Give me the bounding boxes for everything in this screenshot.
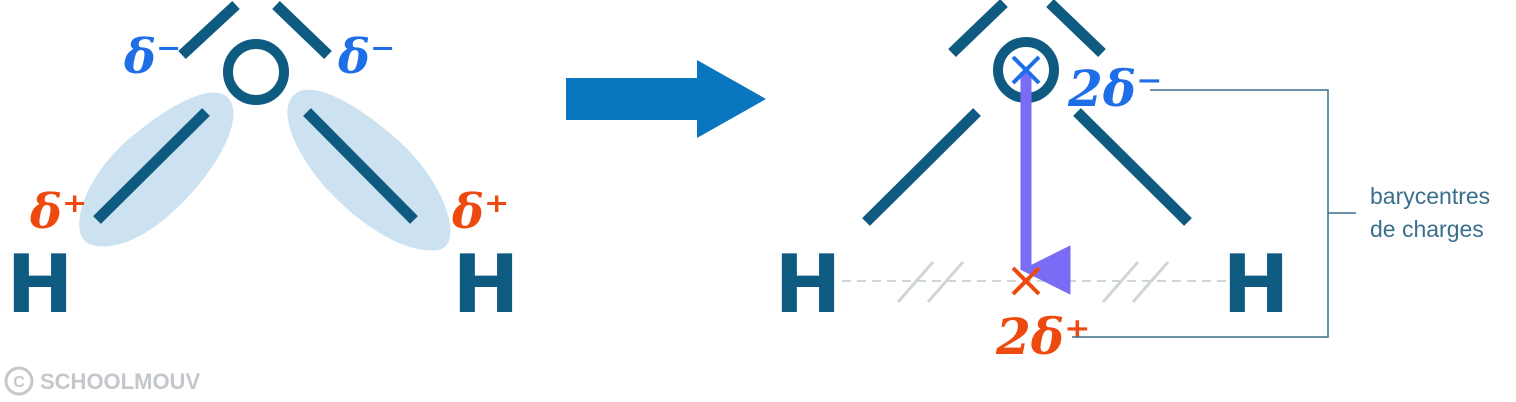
negative-barycenter-cross — [1011, 55, 1041, 85]
bond-o-h-right — [1073, 108, 1192, 226]
lone-pair-left — [948, 0, 1008, 57]
bond-o-h-left — [862, 108, 981, 226]
bond-o-h-right — [303, 108, 418, 224]
right-molecule: H H 2δ⁻ 2δ⁺ — [775, 0, 1290, 366]
partial-charge-negative-left: δ⁻ — [123, 29, 181, 85]
bond-o-h-left — [93, 108, 210, 224]
hydrogen-right: H — [453, 238, 520, 331]
hydrogen-left: H — [7, 238, 74, 331]
annotation-line-2: de charges — [1370, 216, 1484, 242]
lone-pair-right — [272, 1, 332, 59]
electron-cloud-left — [79, 92, 234, 247]
partial-charge-negative-right: δ⁻ — [337, 29, 395, 85]
lone-pair-right — [1046, 0, 1106, 57]
hydrogen-left: H — [775, 238, 842, 331]
positive-barycenter-cross — [1011, 266, 1041, 296]
total-charge-negative: 2δ⁻ — [1067, 59, 1163, 118]
lone-pair-left — [178, 0, 240, 60]
copyright-icon — [4, 366, 34, 396]
copyright-letter: C — [13, 374, 25, 391]
watermark: C SCHOOLMOUV — [4, 366, 200, 396]
oxygen-atom — [223, 39, 289, 105]
equal-length-marks-right — [1101, 261, 1170, 303]
equal-length-marks-left — [896, 261, 965, 303]
partial-charge-positive-right: δ⁺ — [451, 184, 509, 240]
left-molecule: H H δ⁻ δ⁻ δ⁺ δ⁺ — [7, 0, 520, 331]
watermark-text: SCHOOLMOUV — [40, 369, 200, 394]
annotation-line-1: barycentres — [1370, 183, 1490, 209]
barycenter-bracket — [1072, 89, 1356, 338]
transition-arrow — [566, 60, 766, 138]
partial-charge-positive-left: δ⁺ — [29, 184, 87, 240]
hydrogen-right: H — [1223, 238, 1290, 331]
